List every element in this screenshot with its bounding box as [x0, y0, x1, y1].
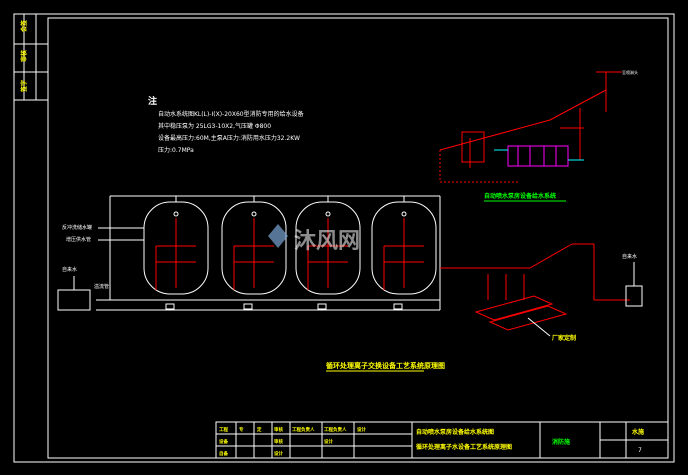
tb-r3-c2: 设计: [274, 450, 283, 457]
tb-r1-c1: 工程: [219, 426, 228, 433]
notes-line-2: 其中稳压泵为 25LG3-10X2,气压罐 Φ800: [158, 122, 271, 130]
tb-r3-c1: 自备: [219, 450, 228, 457]
tap-water-left-label: 自来水: [62, 266, 77, 273]
watermark: 沐风网: [268, 224, 360, 254]
tb-r1-c2: 专: [239, 426, 244, 433]
tb-r1-c7: 设计: [357, 426, 366, 433]
tb-r2-c3: 设计: [324, 438, 333, 445]
main-diagram-title: 循环处理离子交换设备工艺系统原理图: [326, 361, 445, 370]
pump-base-1: [474, 295, 554, 321]
tb-r1-c6: 工程负责人: [324, 426, 347, 433]
rinse-water-label: 增压供水管: [66, 236, 91, 243]
watermark-logo-icon: [268, 224, 288, 248]
vessel-1: [143, 201, 209, 295]
pump-base-2: [488, 305, 568, 331]
vessel-group: [143, 201, 437, 295]
notes-line-1: 自动水系统图KL(L)-I(X)-20X60型消防专用的给水设备: [158, 110, 304, 118]
tb-sheet-no: 7: [638, 447, 642, 454]
pressure-tank: [461, 131, 485, 163]
vessel-2: [221, 201, 287, 295]
left-equipment: 反冲洗储水罐 增压供水管 自来水 溢流管: [57, 224, 109, 311]
sprinkler-top-label: 至喷淋头: [622, 69, 638, 75]
tb-title-1: 自动喷水泵房设备给水系统图: [416, 428, 494, 436]
tb-r2-c2: 审核: [274, 438, 283, 445]
tap-water-right-label: 自来水: [622, 253, 637, 260]
right-lower-equipment: 厂家定制 自来水: [440, 243, 643, 342]
notes-block: 注 自动水系统图KL(L)-I(X)-20X60型消防专用的给水设备 其中稳压泵…: [148, 95, 304, 154]
factory-settings-label: 厂家定制: [552, 334, 576, 342]
notes-line-4: 压力:0.7MPa: [158, 146, 194, 154]
backwash-tank-label: 反冲洗储水罐: [62, 224, 92, 231]
notes-heading: 注: [148, 95, 157, 107]
top-right-system: 至喷淋头: [439, 69, 638, 183]
raw-water-tank: [57, 289, 91, 311]
tb-r1-c3: 定: [257, 426, 262, 433]
tb-r1-c4: 审核: [274, 426, 283, 433]
strip-label-2: 审核: [20, 50, 28, 62]
outer-border: [13, 13, 675, 463]
left-strip: 会签 审核 签字: [14, 14, 48, 101]
vessel-4: [371, 201, 437, 295]
tb-stamp: 消防施: [552, 438, 570, 446]
tb-sheet-label: 水施: [632, 428, 644, 436]
top-right-title: 自动喷水泵房设备给水系统: [484, 192, 556, 200]
pump-unit: [507, 145, 569, 167]
notes-line-3: 设备最高压力:60M,主泵A压力:消防用水压力32.2KW: [158, 134, 300, 142]
tb-r2-c1: 设备: [219, 438, 228, 445]
vessel-3: [295, 201, 361, 295]
right-tank: [625, 285, 643, 307]
header-pipes: [96, 195, 441, 311]
strip-label-3: 签字: [20, 80, 28, 93]
title-block: 工程 专 定 审核 工程负责人 工程负责人 设计 设备 审核 设计 自备 设计 …: [215, 421, 669, 459]
tb-title-2: 循环处理离子水设备工艺系统原理图: [416, 443, 512, 451]
watermark-text: 沐风网: [294, 229, 360, 254]
strip-label-1: 会签: [20, 19, 28, 32]
drain-pipe-label: 溢流管: [94, 283, 109, 290]
tb-r1-c5: 工程负责人: [292, 426, 315, 433]
